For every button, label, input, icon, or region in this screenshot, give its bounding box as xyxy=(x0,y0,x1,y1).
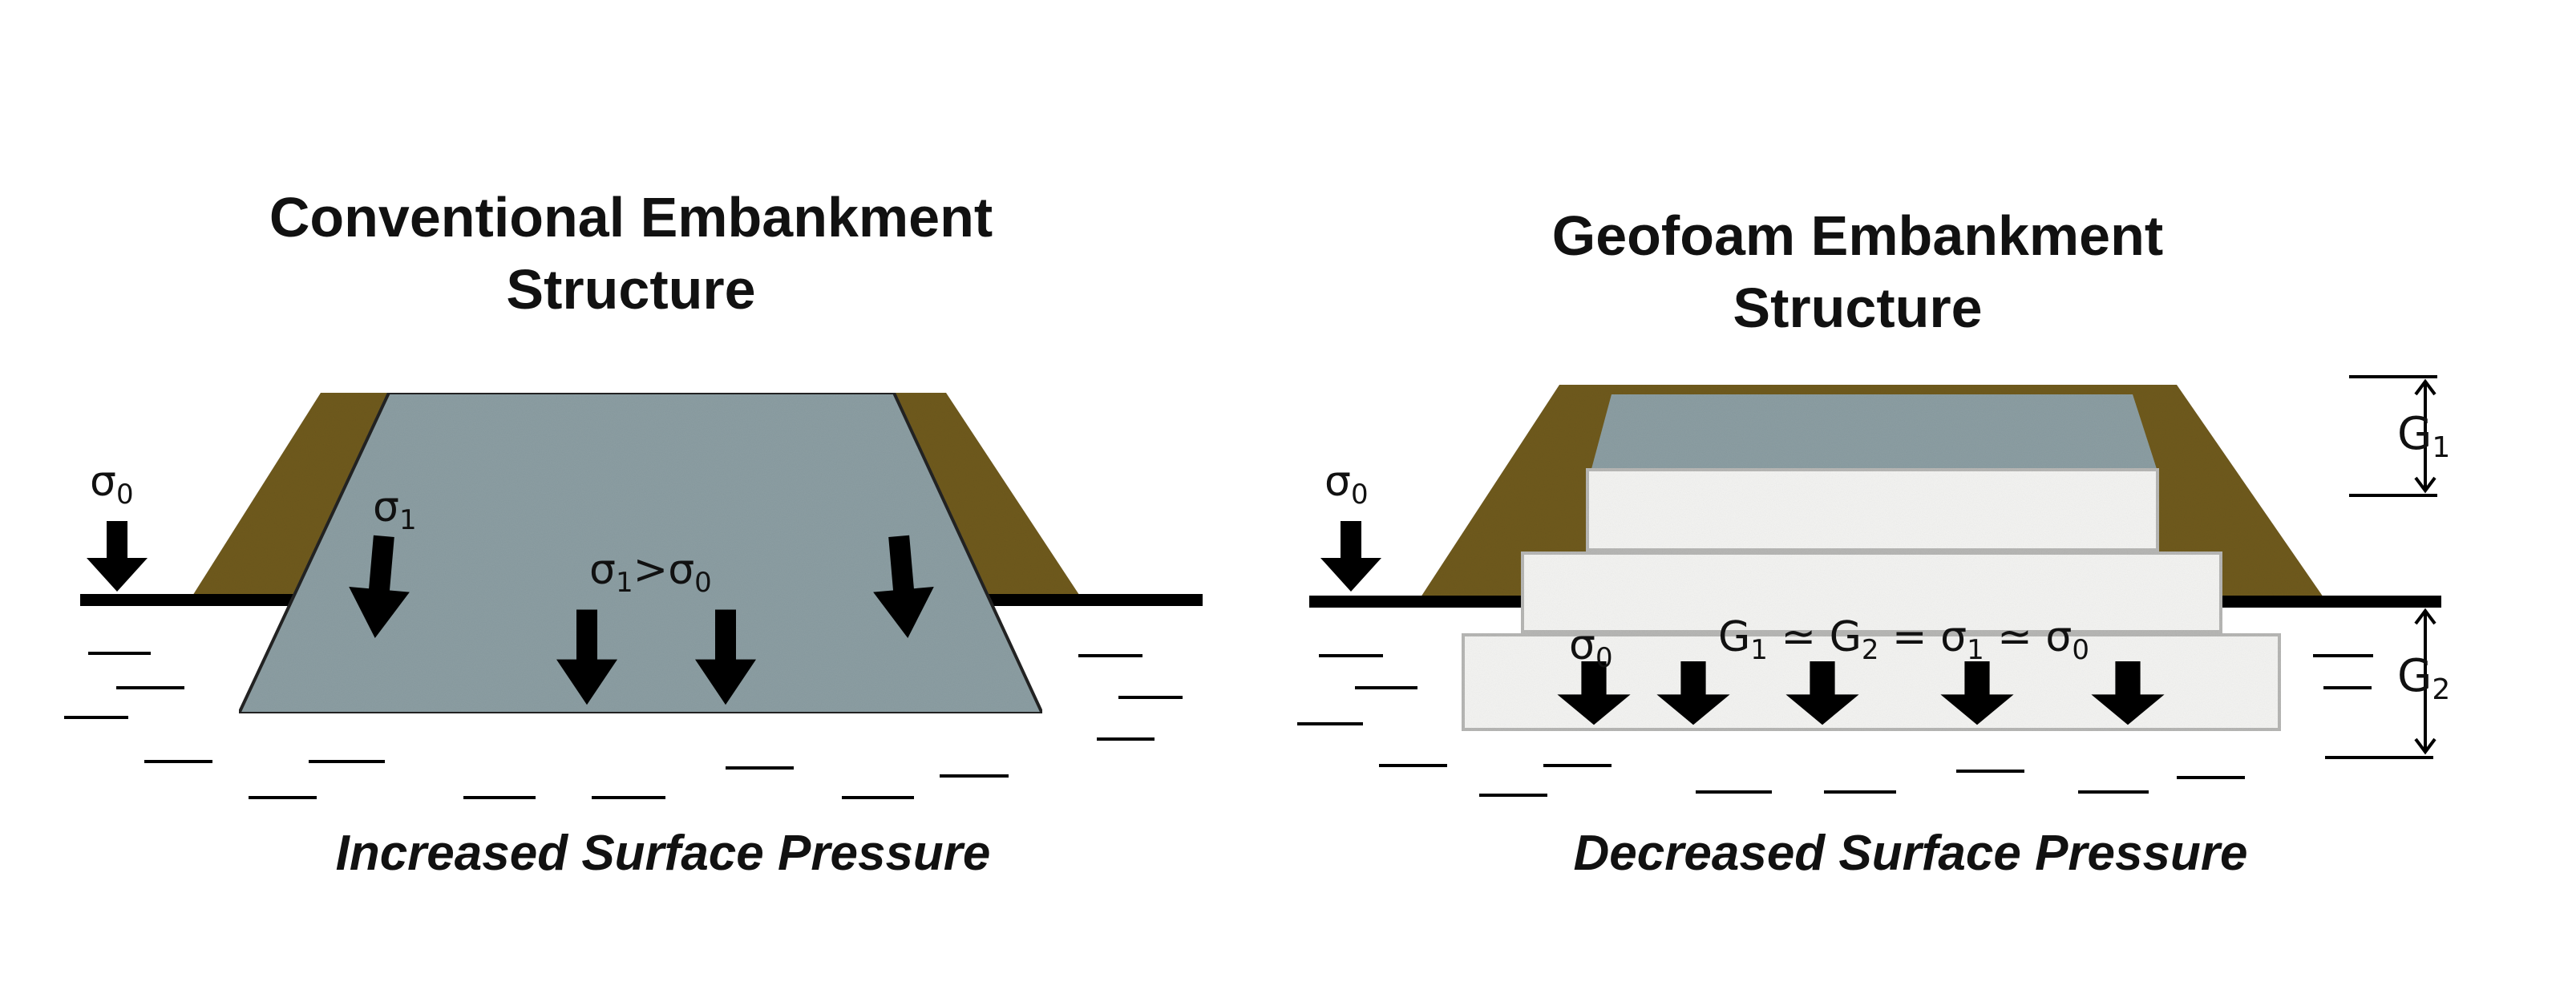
sigma0-label-right-inside: σ0 xyxy=(1569,621,1613,674)
g2-dimension-marker xyxy=(2325,608,2436,759)
subsoil-dashes-right xyxy=(1297,654,2373,797)
sigma1-label-left: σ1 xyxy=(373,483,417,536)
sigma0-label-left: σ0 xyxy=(90,458,134,511)
g2-label: G2 xyxy=(2397,650,2450,706)
geofoam-title-line2: Structure xyxy=(1733,277,1982,339)
g1-label: G1 xyxy=(2397,408,2450,464)
conventional-title-line1: Conventional Embankment xyxy=(269,186,993,248)
geofoam-relation-label: G1 ≃ G2 = σ1 ≃ σ0 xyxy=(1718,613,2089,666)
conventional-title-line2: Structure xyxy=(506,258,755,321)
pavement-cap xyxy=(1591,394,2157,469)
geofoam-panel: Geofoam Embankment Structure σ0 σ0 G1 ≃ … xyxy=(1297,204,2450,881)
arrow-sigma0-left xyxy=(87,521,148,592)
embankment-fill xyxy=(236,391,1045,715)
geofoam-caption: Decreased Surface Pressure xyxy=(1574,826,2248,881)
arrow-sigma0-right-outside xyxy=(1320,521,1381,592)
conventional-caption: Increased Surface Pressure xyxy=(336,826,991,881)
subsoil-dashes-left xyxy=(64,652,1183,799)
soil-slope-left xyxy=(190,393,389,600)
geofoam-block-top xyxy=(1583,465,2162,555)
geofoam-title-line1: Geofoam Embankment xyxy=(1552,204,2163,267)
geofoam-block-middle xyxy=(1518,548,2226,636)
soil-slope-right xyxy=(894,393,1082,600)
conventional-panel: Conventional Embankment Structure σ0 σ1 … xyxy=(64,186,1203,881)
sigma0-label-right-outside: σ0 xyxy=(1324,458,1369,511)
sigma-comparison-label: σ1>σ0 xyxy=(589,546,712,599)
g1-dimension-marker xyxy=(2349,375,2437,497)
